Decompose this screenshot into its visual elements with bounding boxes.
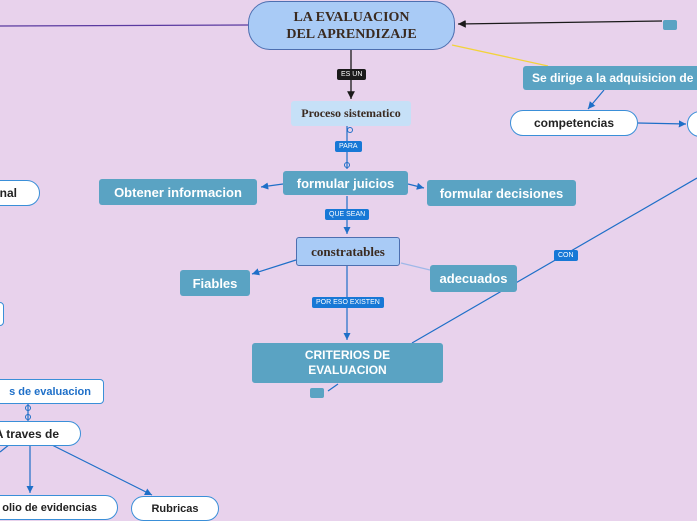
collapse-marker-criterios[interactable] bbox=[310, 388, 324, 398]
collapse-marker-topright[interactable] bbox=[663, 20, 677, 30]
node-adecuados[interactable]: adecuados bbox=[430, 265, 517, 292]
link-competencias-right bbox=[637, 120, 687, 128]
link-root-left bbox=[0, 24, 249, 27]
link-traves-rubricas bbox=[51, 444, 153, 496]
node-left-nal[interactable]: nal bbox=[0, 180, 40, 206]
node-obtener-informacion[interactable]: Obtener informacion bbox=[99, 179, 257, 205]
root-topic[interactable]: LA EVALUACION DEL APRENDIZAJE bbox=[248, 1, 455, 50]
node-competencias[interactable]: competencias bbox=[510, 110, 638, 136]
node-left-evaluacion[interactable]: s de evaluacion bbox=[0, 379, 104, 404]
node-left-evidencias[interactable]: olio de evidencias bbox=[0, 495, 118, 520]
node-formular-juicios[interactable]: formular juicios bbox=[283, 171, 408, 195]
link-constratables-fiables bbox=[251, 259, 297, 276]
link-criterios-square bbox=[327, 383, 339, 392]
root-line2: DEL APRENDIZAJE bbox=[286, 26, 417, 42]
label-con: CON bbox=[554, 250, 578, 261]
criterios-line1: CRITERIOS DE bbox=[304, 348, 391, 362]
node-left-traves[interactable]: A traves de bbox=[0, 421, 81, 446]
node-left-cutoff[interactable] bbox=[0, 302, 4, 326]
node-rubricas[interactable]: Rubricas bbox=[131, 496, 219, 521]
node-proceso[interactable]: Proceso sistematico bbox=[291, 101, 411, 126]
link-juicios-decisiones bbox=[407, 182, 425, 190]
link-root-sedirige bbox=[451, 44, 549, 67]
node-fiables[interactable]: Fiables bbox=[180, 270, 250, 296]
link-adecuados-constratables bbox=[400, 262, 431, 271]
label-para: PARA bbox=[335, 141, 362, 152]
link-right-root bbox=[457, 19, 663, 28]
node-constratables[interactable]: constratables bbox=[296, 237, 400, 266]
root-line1: LA EVALUACION bbox=[293, 9, 410, 25]
label-que-sean: QUE SEAN bbox=[325, 209, 370, 220]
label-es-un: ES UN bbox=[337, 69, 367, 80]
criterios-line2: EVALUACION bbox=[308, 363, 387, 377]
link-juicios-obtener bbox=[260, 182, 284, 190]
node-se-dirige[interactable]: Se dirige a la adquisicion de bbox=[523, 66, 697, 90]
node-criterios[interactable]: CRITERIOS DE EVALUACION bbox=[252, 343, 443, 383]
node-formular-decisiones[interactable]: formular decisiones bbox=[427, 180, 576, 206]
link-sedirige-competencias bbox=[587, 89, 605, 110]
label-por-eso-existen: POR ESO EXISTEN bbox=[312, 297, 384, 308]
